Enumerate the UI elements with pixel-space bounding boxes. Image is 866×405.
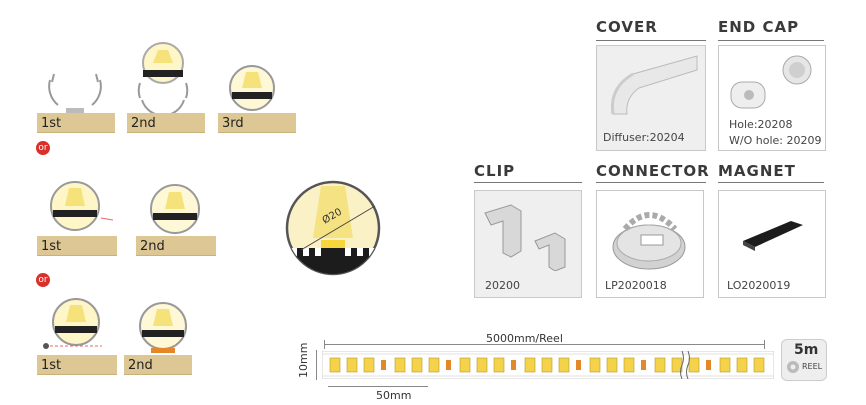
led-chip: [493, 357, 505, 373]
led-chip: [736, 357, 748, 373]
step-label: 2nd: [140, 239, 165, 254]
profile-clip-icon: [50, 181, 114, 231]
connector-caption: LP2020018: [605, 279, 667, 292]
resistor-mark: [576, 360, 581, 370]
led-chip: [541, 357, 553, 373]
profile-magnet-mounted-icon: [139, 302, 187, 353]
strip-break-mark: [686, 351, 690, 379]
led-chip: [688, 357, 700, 373]
led-chip: [558, 357, 570, 373]
led-strip-icon: [322, 351, 774, 379]
step-label: 2nd: [131, 116, 156, 131]
clip-title: CLIP: [474, 162, 516, 180]
resistor-mark: [511, 360, 516, 370]
led-chip: [589, 357, 601, 373]
led-chip: [394, 357, 406, 373]
led-chip: [654, 357, 666, 373]
clip-icon: [484, 204, 566, 271]
led-chip: [346, 357, 358, 373]
resistor-mark: [381, 360, 386, 370]
led-chip: [476, 357, 488, 373]
strip-break-mark: [680, 351, 684, 379]
led-chip: [524, 357, 536, 373]
profile-clip-mounted-icon: [150, 184, 200, 234]
step-label: 2nd: [128, 358, 153, 373]
profile-cross-section-icon: [285, 180, 381, 276]
profile-insert-icon: [137, 42, 189, 117]
cover-caption: Diffuser:20204: [603, 131, 685, 144]
reel-icon: [787, 361, 799, 373]
reel-badge: 5m REEL: [781, 339, 827, 381]
connector-icon: [612, 212, 686, 270]
end-cap-no-hole-caption: W/O hole: 20209: [729, 134, 822, 147]
magnet-caption: LO2020019: [727, 279, 791, 292]
magnet-icon: [743, 221, 803, 251]
pitch-dimension-line: [328, 386, 428, 387]
open-profile-icon: [48, 73, 102, 113]
profile-magnet-icon: [43, 298, 102, 349]
reel-length: 5m: [794, 342, 819, 358]
or-badge: or: [36, 273, 50, 287]
profile-mounted-icon: [229, 65, 275, 111]
strip-length-label: 5000mm/Reel: [486, 332, 563, 345]
step-label: 1st: [41, 358, 62, 373]
step-label: 3rd: [222, 116, 244, 131]
led-chip: [459, 357, 471, 373]
led-chip: [606, 357, 618, 373]
led-chip: [428, 357, 440, 373]
end-cap-title: END CAP: [718, 18, 800, 36]
led-chip: [719, 357, 731, 373]
led-chip: [411, 357, 423, 373]
strip-width-label: 10mm: [297, 342, 310, 378]
step-label: 1st: [41, 239, 62, 254]
resistor-mark: [446, 360, 451, 370]
connector-title: CONNECTOR: [596, 162, 710, 180]
led-chip: [753, 357, 765, 373]
led-chip: [329, 357, 341, 373]
end-cap-icon: [730, 55, 812, 109]
magnet-title: MAGNET: [718, 162, 796, 180]
length-dimension-line: [324, 344, 764, 345]
connector-card: LP2020018: [596, 190, 704, 298]
magnet-card: LO2020019: [718, 190, 826, 298]
cover-title: COVER: [596, 18, 658, 36]
resistor-mark: [641, 360, 646, 370]
clip-card: 20200: [474, 190, 582, 298]
cover-card: Diffuser:20204: [596, 45, 706, 151]
strip-pitch-label: 50mm: [376, 389, 412, 402]
end-cap-hole-caption: Hole:20208: [729, 118, 793, 131]
or-badge: or: [36, 141, 50, 155]
led-chip: [623, 357, 635, 373]
reel-word: REEL: [802, 362, 823, 371]
resistor-mark: [706, 360, 711, 370]
step-label: 1st: [41, 116, 62, 131]
clip-caption: 20200: [485, 279, 520, 292]
diffuser-cover-icon: [610, 55, 698, 115]
end-cap-card: Hole:20208 W/O hole: 20209: [718, 45, 826, 151]
led-chip: [363, 357, 375, 373]
